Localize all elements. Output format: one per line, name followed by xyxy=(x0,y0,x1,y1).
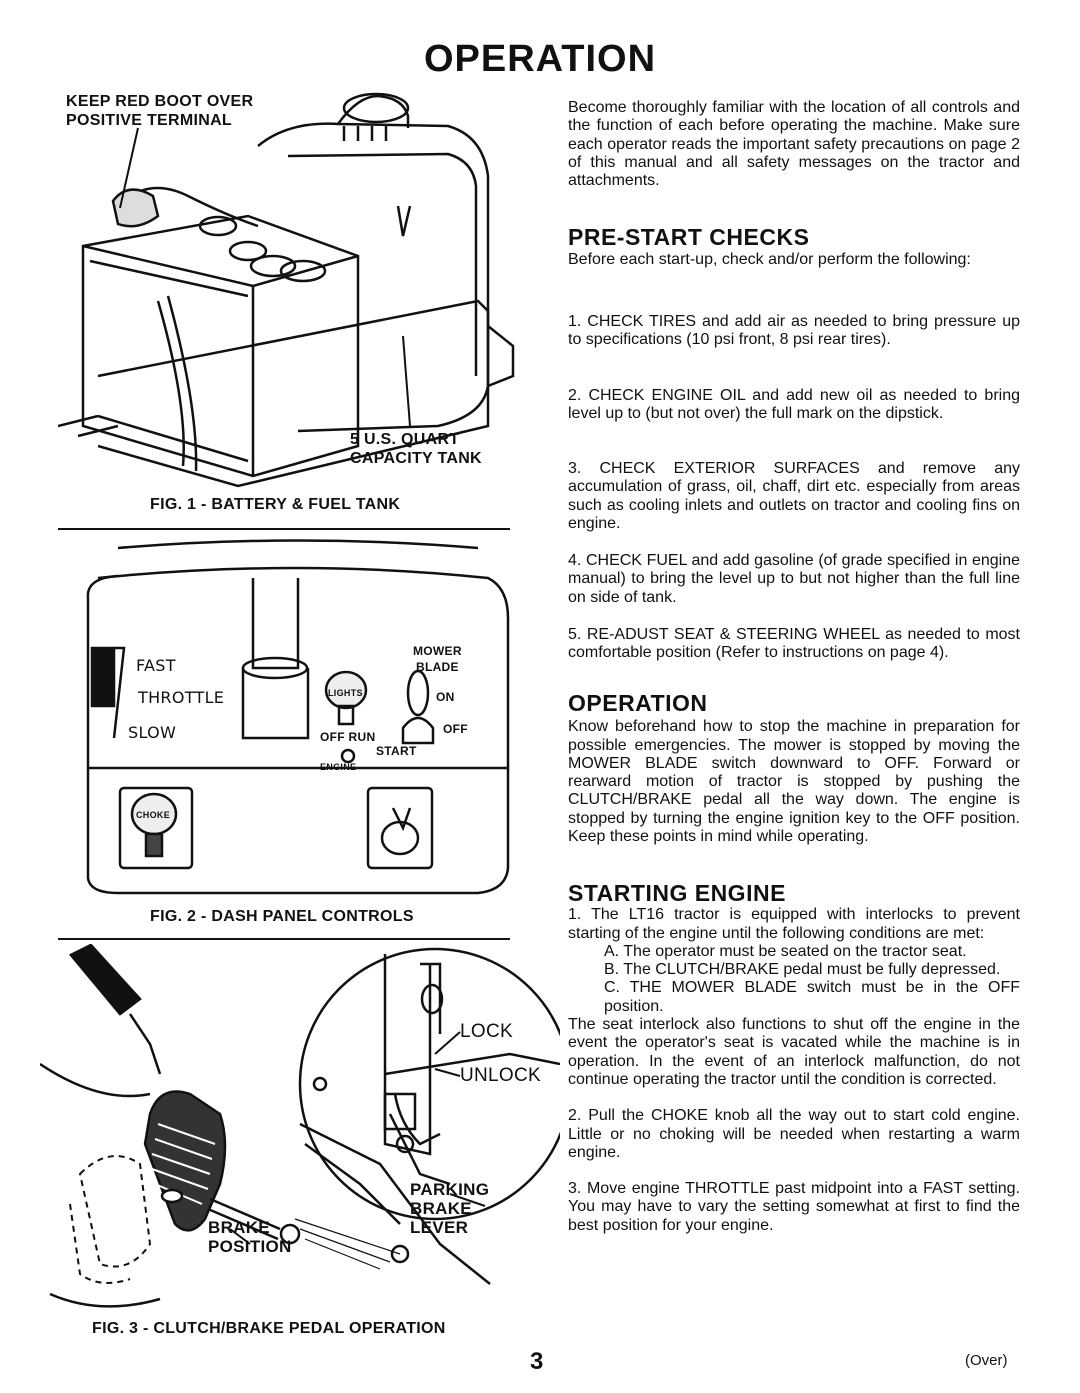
battery-fuel-tank-illustration xyxy=(58,92,515,488)
page-title: OPERATION xyxy=(423,38,657,80)
figure-caption: FIG. 2 - DASH PANEL CONTROLS xyxy=(150,908,414,925)
prestart-item: 3. CHECK EXTERIOR SURFACES and remove an… xyxy=(568,460,1020,532)
label-throttle: THROTTLE xyxy=(138,688,225,707)
label-start: START xyxy=(376,744,417,758)
label-on: ON xyxy=(436,690,455,704)
section-heading: PRE-START CHECKS xyxy=(568,224,810,250)
label-parking-brake-lever: PARKING BRAKE LEVER xyxy=(410,1180,490,1237)
clutch-brake-pedal-illustration xyxy=(40,944,560,1308)
label-off-run: OFF RUN xyxy=(320,730,376,744)
label-unlock: UNLOCK xyxy=(460,1065,541,1086)
over-indicator: (Over) xyxy=(965,1352,1008,1369)
label-choke: CHOKE xyxy=(136,810,171,820)
condition-item: A. The operator must be seated on the tr… xyxy=(604,942,967,960)
label-off: OFF xyxy=(443,722,468,736)
label-mower: MOWER xyxy=(413,644,462,658)
figure-caption: FIG. 3 - CLUTCH/BRAKE PEDAL OPERATION xyxy=(92,1320,446,1337)
divider xyxy=(58,938,510,940)
figure-battery-fuel-tank: KEEP RED BOOT OVER POSITIVE TERMINAL 5 U… xyxy=(58,86,518,526)
prestart-item: 1. CHECK TIRES and add air as needed to … xyxy=(568,313,1020,349)
prestart-item: 5. RE-ADUST SEAT & STEERING WHEEL as nee… xyxy=(568,626,1020,662)
section-heading: STARTING ENGINE xyxy=(568,880,786,906)
intro-paragraph: Become thoroughly familiar with the loca… xyxy=(568,99,1020,190)
callout-fuel-tank-capacity: 5 U.S. QUART CAPACITY TANK xyxy=(350,431,482,467)
condition-item: C. THE MOWER BLADE switch must be in the… xyxy=(604,979,1020,1015)
label-blade: BLADE xyxy=(416,660,459,674)
label-slow: SLOW xyxy=(128,723,177,742)
label-lock: LOCK xyxy=(460,1021,513,1042)
condition-item: B. The CLUTCH/BRAKE pedal must be fully … xyxy=(604,961,1001,979)
operation-paragraph: Know beforehand how to stop the machine … xyxy=(568,718,1020,846)
prestart-item: 2. CHECK ENGINE OIL and add new oil as n… xyxy=(568,387,1020,423)
starting-item: 3. Move engine THROTTLE past midpoint in… xyxy=(568,1180,1020,1234)
intro-text: Become thoroughly familiar with the loca… xyxy=(568,99,1020,190)
page-number: 3 xyxy=(530,1348,544,1375)
figure-clutch-brake-pedal: LOCK UNLOCK PARKING BRAKE LEVER BRAKE PO… xyxy=(40,944,560,1344)
figure-caption: FIG. 1 - BATTERY & FUEL TANK xyxy=(150,496,401,513)
starting-item: 1. The LT16 tractor is equipped with int… xyxy=(568,906,1020,942)
callout-keep-red-boot: KEEP RED BOOT OVER POSITIVE TERMINAL xyxy=(66,93,254,129)
starting-section: STARTING ENGINE 1. The LT16 tractor is e… xyxy=(568,880,1020,1235)
prestart-section: PRE-START CHECKS Before each start-up, c… xyxy=(568,224,1020,270)
label-lights: LIGHTS xyxy=(328,688,363,698)
dash-panel-illustration xyxy=(86,539,510,895)
prestart-item: 4. CHECK FUEL and add gasoline (of grade… xyxy=(568,552,1020,606)
section-heading: OPERATION xyxy=(568,690,708,716)
label-engine: ENGINE xyxy=(320,762,357,772)
prestart-lead: Before each start-up, check and/or perfo… xyxy=(568,251,971,269)
interlock-paragraph: The seat interlock also functions to shu… xyxy=(568,1016,1020,1088)
divider xyxy=(58,528,510,530)
label-brake-position: BRAKE POSITION xyxy=(208,1218,292,1256)
starting-item: 2. Pull the CHOKE knob all the way out t… xyxy=(568,1107,1020,1161)
label-fast: FAST xyxy=(136,656,176,675)
operation-section: OPERATION Know beforehand how to stop th… xyxy=(568,690,1020,846)
figure-dash-panel: FAST THROTTLE SLOW MOWER BLADE ON OFF LI… xyxy=(58,538,518,930)
